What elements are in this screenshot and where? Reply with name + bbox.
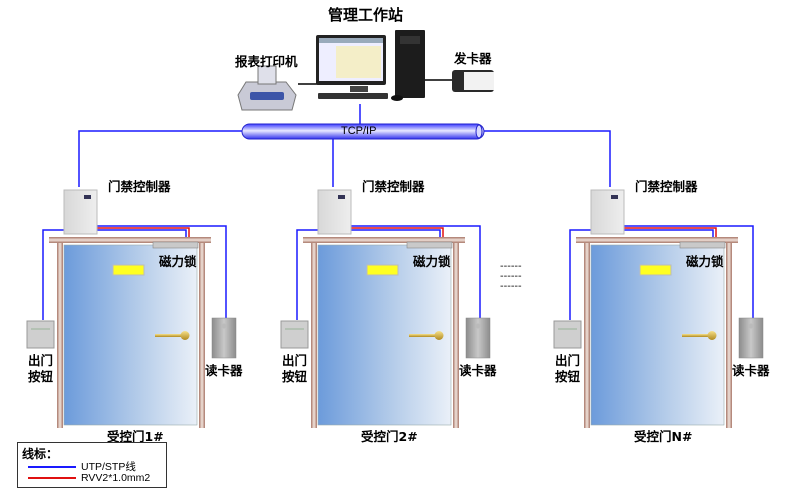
exit-button-label: 出门: [555, 353, 581, 368]
card-reader-label: 读卡器: [459, 363, 497, 378]
legend: 线标： UTP/STP线 RVV2*1.0mm2: [17, 442, 167, 488]
more-doors-ellipsis: ------ ------ ------: [500, 262, 522, 292]
exit-button-label: 按钮: [282, 369, 308, 384]
exit-button-label: 出门: [282, 353, 308, 368]
door-frame-right: [726, 243, 732, 428]
door-handle-rose: [180, 331, 190, 340]
tcpip-label: TCP/IP: [341, 125, 377, 137]
legend-item-rvv: RVV2*1.0mm2: [28, 472, 150, 484]
exit-button-icon: [26, 320, 55, 349]
printer-icon: [237, 65, 297, 111]
door-frame-top: [303, 237, 465, 243]
access-controller-icon: [317, 189, 352, 235]
utp-wire: [42, 229, 66, 320]
door-frame-left: [57, 243, 63, 428]
magnetic-lock-label: 磁力锁: [413, 254, 451, 269]
legend-label: RVV2*1.0mm2: [81, 472, 151, 484]
door-label: 受控门1#: [107, 429, 164, 444]
workstation-label: 管理工作站: [328, 6, 404, 24]
utp-wire: [96, 225, 227, 318]
card-issuer-icon: [452, 70, 494, 92]
magnetic-lock-icon: [406, 241, 453, 249]
card-reader-led: [475, 323, 481, 329]
exit-button-icon: [553, 320, 582, 349]
controller-logo: [611, 195, 618, 199]
exit-button-label: 按钮: [555, 369, 581, 384]
ellipsis-line: ------: [500, 281, 522, 292]
door-label: 受控门2#: [361, 429, 418, 444]
ellipsis-line: ------: [500, 261, 522, 272]
controller-label: 门禁控制器: [635, 179, 698, 194]
door-sign: [366, 264, 399, 276]
door-sign: [639, 264, 672, 276]
door-sign: [112, 264, 145, 276]
card-reader-label: 读卡器: [205, 363, 243, 378]
controller-label: 门禁控制器: [108, 179, 171, 194]
door-frame-right: [199, 243, 205, 428]
tcpip-bus: [241, 123, 485, 140]
door-frame-left: [311, 243, 317, 428]
door-handle-icon: [682, 334, 712, 337]
door-handle-rose: [434, 331, 444, 340]
rvv-line-swatch: [28, 477, 76, 480]
exit-button-label: 按钮: [28, 369, 54, 384]
ellipsis-line: ------: [500, 271, 522, 282]
card-reader-led: [221, 323, 227, 329]
controller-logo: [338, 195, 345, 199]
controller-label: 门禁控制器: [362, 179, 425, 194]
door-frame-top: [49, 237, 211, 243]
access-controller-icon: [590, 189, 625, 235]
door-assembly: [553, 189, 764, 428]
door-frame-right: [453, 243, 459, 428]
door-handle-icon: [155, 334, 185, 337]
door-frame-top: [576, 237, 738, 243]
utp-wire: [623, 225, 754, 318]
utp-wire: [296, 229, 320, 320]
door-frame-left: [584, 243, 590, 428]
exit-button-label: 出门: [28, 353, 54, 368]
card-reader-label: 读卡器: [732, 363, 770, 378]
utp-wire: [569, 229, 593, 320]
magnetic-lock-label: 磁力锁: [159, 254, 197, 269]
legend-label: UTP/STP线: [81, 461, 136, 473]
legend-title: 线标：: [22, 447, 59, 461]
exit-button-icon: [280, 320, 309, 349]
utp-line-swatch: [28, 466, 76, 469]
magnetic-lock-label: 磁力锁: [686, 254, 724, 269]
utp-wire: [350, 225, 481, 318]
workstation-icon: [316, 30, 425, 101]
legend-item-utp: UTP/STP线: [28, 459, 136, 474]
card-issuer-label: 发卡器: [454, 51, 492, 66]
access-controller-icon: [63, 189, 98, 235]
controller-logo: [84, 195, 91, 199]
card-reader-led: [748, 323, 754, 329]
magnetic-lock-icon: [679, 241, 726, 249]
magnetic-lock-icon: [152, 241, 199, 249]
door-assembly: [280, 189, 491, 428]
door-label: 受控门N#: [634, 429, 693, 444]
door-handle-rose: [707, 331, 717, 340]
door-assembly: [26, 189, 237, 428]
printer-label: 报表打印机: [235, 54, 298, 69]
door-handle-icon: [409, 334, 439, 337]
